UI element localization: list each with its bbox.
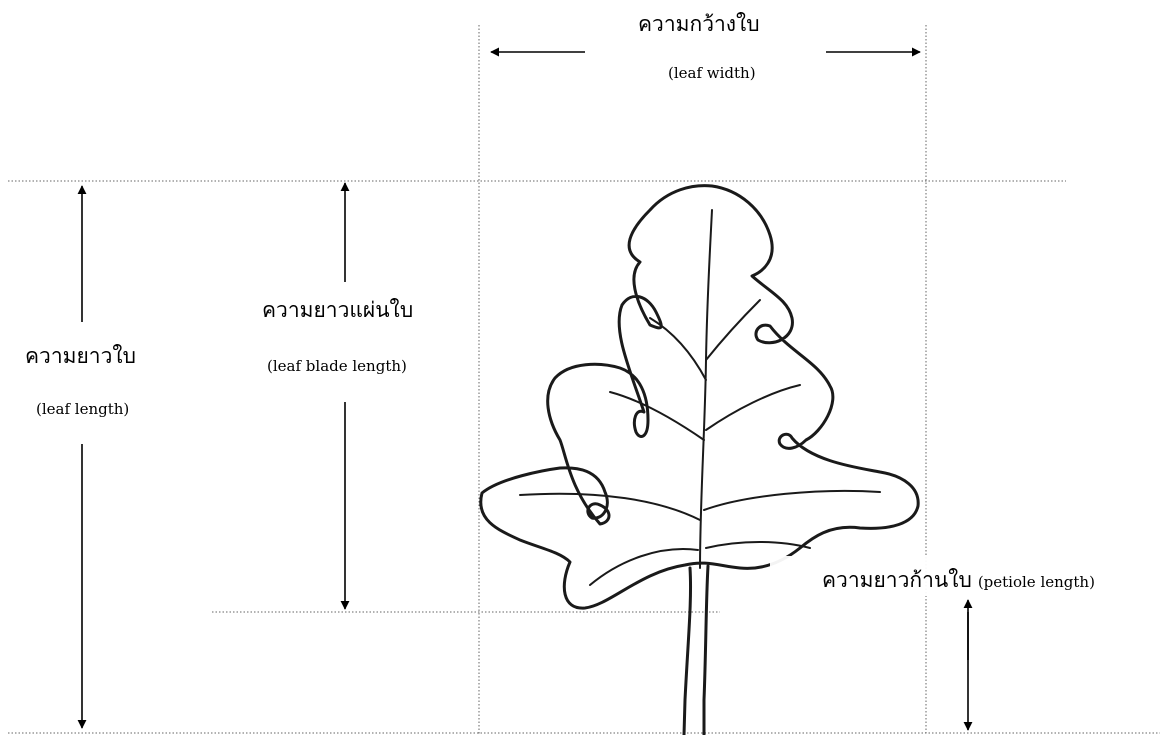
petiole-length-label: ความยาวก้านใบ (petiole length) <box>822 570 1095 591</box>
vein-mid-right <box>705 384 801 431</box>
petiole-length-label-english: (petiole length) <box>977 573 1095 591</box>
leaf-blade-length-label-thai: ความยาวแผ่นใบ <box>262 298 414 322</box>
leaf-length-label-english: (leaf length) <box>36 400 130 418</box>
vein-mid-left <box>609 391 705 441</box>
leaf-outline <box>479 184 920 610</box>
vein-base-right <box>705 541 811 549</box>
petiole-length-label-thai: ความยาวก้านใบ <box>822 568 972 592</box>
vein-upper-right <box>705 299 761 361</box>
leaf-length-label-thai: ความยาวใบ <box>25 344 136 368</box>
vein-base-left <box>589 548 699 586</box>
vein-lower-right <box>703 489 881 511</box>
leaf-blade-length-label-english: (leaf blade length) <box>267 357 407 375</box>
leaf-width-label-english: (leaf width) <box>668 64 756 82</box>
petiole-label-backdrop <box>770 556 1160 596</box>
leaf-petiole <box>682 566 693 735</box>
guide-lines <box>8 25 1160 735</box>
leaf-petiole-right-edge <box>702 564 710 735</box>
leaf-veins <box>519 209 881 586</box>
watermelon-leaf-illustration <box>479 184 920 735</box>
vein-upper-left <box>649 317 707 381</box>
vein-lower-left <box>519 492 701 521</box>
leaf-width-label-thai: ความกว้างใบ <box>638 12 760 36</box>
